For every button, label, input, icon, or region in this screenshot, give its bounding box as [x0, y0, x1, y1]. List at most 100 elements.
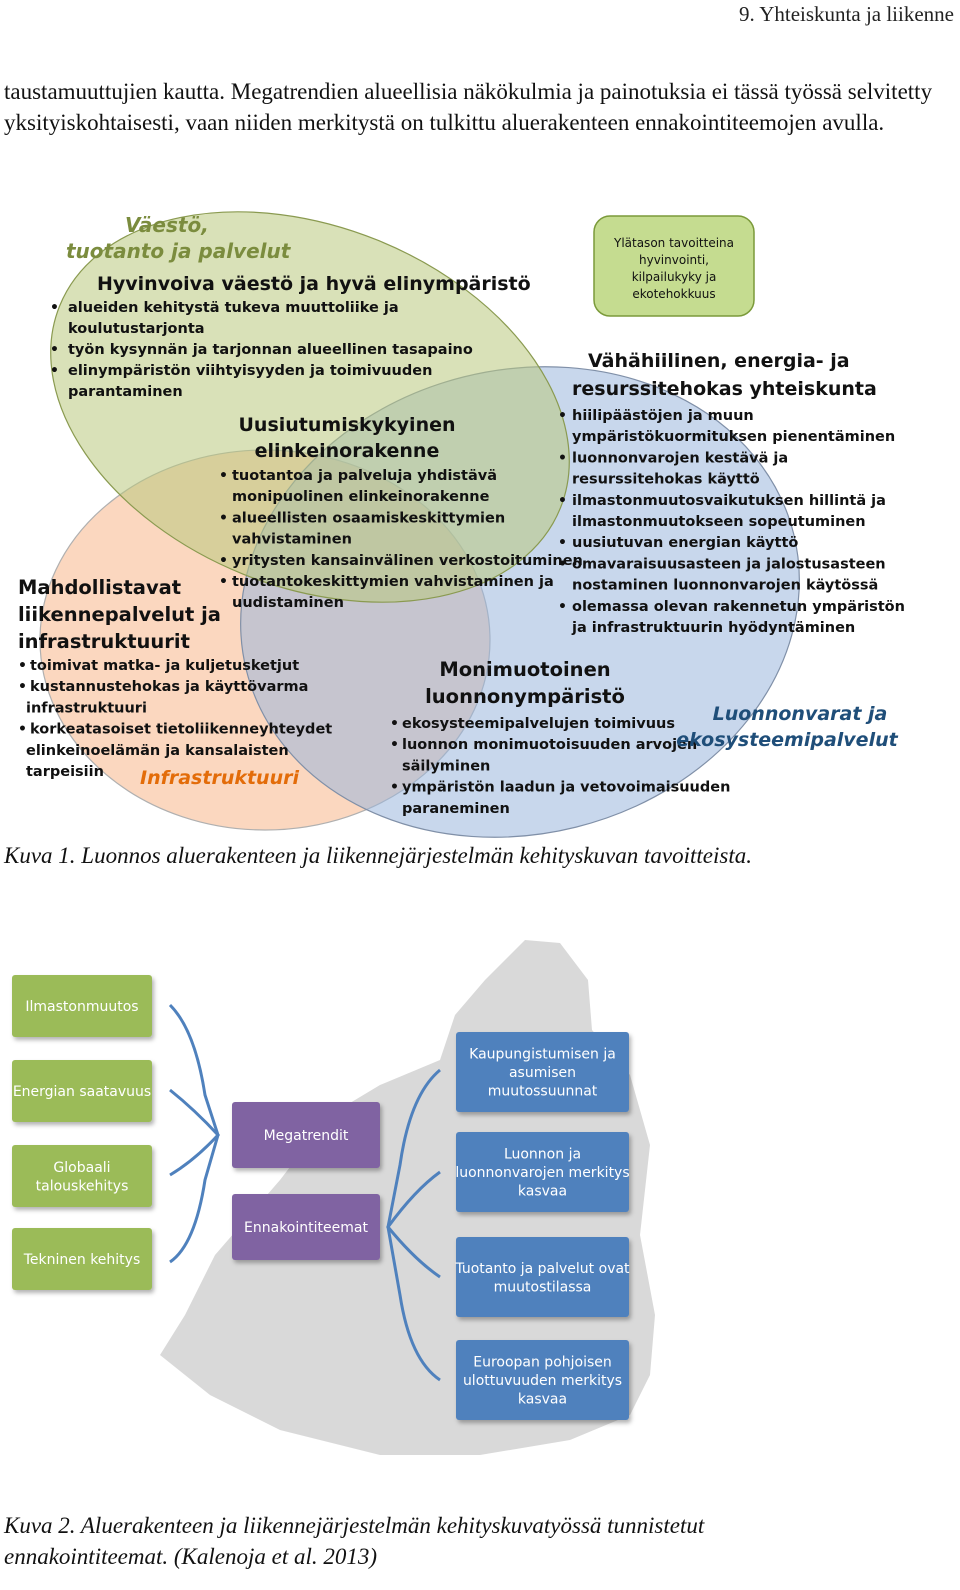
connector-line: [386, 1068, 441, 1382]
monimuotoinen-title: Monimuotoinen: [439, 658, 610, 681]
vahahiilinen-item: ilmastonmuutokseen sopeutuminen: [572, 514, 866, 530]
theme-box-text: Tuotanto ja palvelut ovat: [454, 1261, 630, 1277]
vahahiilinen-title: Vähähiilinen, energia- ja: [588, 350, 850, 372]
caption-1: Kuva 1. Luonnos aluerakenteen ja liikenn…: [4, 843, 752, 868]
bullet: •: [50, 342, 59, 358]
megatrend-box-text: Tekninen kehitys: [23, 1252, 141, 1268]
bullet: •: [18, 658, 27, 674]
vahahiilinen-item: hiilipäästöjen ja muun: [572, 408, 754, 424]
uusiutumis-item: tuotantoa ja palveluja yhdistävä: [232, 468, 497, 484]
mahdollistavat-item: kustannustehokas ja käyttövarma: [30, 679, 308, 695]
bullet: •: [390, 716, 399, 732]
vahahiilinen-item: olemassa olevan rakennetun ympäristön: [572, 599, 905, 615]
bullet: •: [390, 737, 399, 753]
uusiutumis-item: tuotantokeskittymien vahvistaminen ja: [232, 574, 554, 590]
theme-box: [456, 1132, 629, 1212]
uusiutumis-item: monipuolinen elinkeinorakenne: [232, 489, 490, 505]
top-goals-text: kilpailukyky ja: [632, 270, 717, 284]
bullet: •: [18, 679, 27, 695]
top-goals-box: [593, 215, 755, 317]
theme-box: [456, 1032, 629, 1112]
theme-box-text: muutossuunnat: [488, 1084, 598, 1100]
megatrend-box: [12, 1060, 152, 1122]
caption-2-line-1: Kuva 2. Aluerakenteen ja liikennejärjest…: [4, 1513, 705, 1538]
label-luonnonvarat: ekosysteemipalvelut: [676, 729, 898, 751]
monimuotoinen-item: paraneminen: [402, 801, 510, 817]
vahahiilinen-item: ympäristökuormituksen pienentäminen: [572, 429, 895, 445]
bullet: •: [50, 300, 59, 316]
bullet: •: [219, 553, 228, 569]
theme-box-text: kasvaa: [518, 1392, 567, 1408]
theme-box-text: kasvaa: [518, 1184, 567, 1200]
theme-box-text: Kaupungistumisen ja: [469, 1047, 616, 1063]
bullet: •: [390, 780, 399, 796]
center-box-text: Ennakointiteemat: [244, 1220, 368, 1236]
mahdollistavat-item: korkeatasoiset tietoliikenneyhteydet: [30, 722, 332, 738]
theme-box: [456, 1340, 629, 1420]
megatrend-box-text: Globaali: [53, 1160, 110, 1176]
monimuotoinen-item: ympäristön laadun ja vetovoimaisuuden: [402, 780, 730, 796]
megatrend-box-text: Ilmastonmuutos: [25, 999, 138, 1015]
label-luonnonvarat: Luonnonvarat ja: [713, 703, 888, 725]
hyvinvoiva-item: työn kysynnän ja tarjonnan alueellinen t…: [68, 342, 473, 358]
top-goals-text: ekotehokkuus: [632, 287, 715, 301]
theme-box-text: asumisen: [509, 1065, 576, 1081]
uusiutumis-item: uudistaminen: [232, 595, 344, 611]
bullet: •: [558, 556, 567, 572]
megatrend-box: [12, 1145, 152, 1207]
vahahiilinen-item: omavaraisuusasteen ja jalostusasteen: [572, 556, 886, 572]
hyvinvoiva-item: koulutustarjonta: [68, 321, 205, 337]
theme-box-text: muutostilassa: [494, 1279, 592, 1295]
hyvinvoiva-item: elinympäristön viihtyisyyden ja toimivuu…: [68, 363, 432, 379]
theme-box: [456, 1237, 629, 1317]
vahahiilinen-item: nostaminen luonnonvarojen käytössä: [572, 578, 878, 594]
hyvinvoiva-title: Hyvinvoiva väestö ja hyvä elinympäristö: [97, 273, 531, 295]
top-goals-text: Ylätason tavoitteina: [613, 236, 734, 250]
connector-line: [168, 1003, 220, 1264]
theme-box-text: Euroopan pohjoisen: [473, 1355, 612, 1371]
label-vaesto: Väestö,: [125, 213, 209, 237]
mahdollistavat-title: infrastruktuurit: [18, 630, 190, 653]
bullet: •: [558, 535, 567, 551]
label-vaesto: tuotanto ja palvelut: [66, 239, 292, 263]
page-header: 9. Yhteiskunta ja liikenne: [738, 2, 954, 26]
vahahiilinen-title: resurssitehokas yhteiskunta: [572, 378, 877, 400]
bullet: •: [219, 510, 228, 526]
label-infrastruktuuri: Infrastruktuuri: [140, 767, 299, 789]
caption-2: Kuva 2. Aluerakenteen ja liikennejärjest…: [4, 1510, 704, 1572]
intro-paragraph: taustamuuttujien kautta. Megatrendien al…: [4, 79, 933, 135]
vahahiilinen-item: luonnonvarojen kestävä ja: [572, 450, 788, 466]
monimuotoinen-item: säilyminen: [402, 758, 490, 774]
bullet: •: [50, 363, 59, 379]
venn-circle-green: [50, 211, 570, 603]
center-box: [232, 1102, 380, 1168]
venn-diagram: Väestö,tuotanto ja palvelut Ylätason tavo…: [18, 211, 905, 838]
mahdollistavat-item: infrastruktuuri: [26, 700, 147, 716]
bullet: •: [558, 493, 567, 509]
mahdollistavat-title: Mahdollistavat: [18, 576, 181, 599]
caption-2-line-2: ennakointiteemat. (Kalenoja et al. 2013): [4, 1544, 378, 1569]
vahahiilinen-item: resurssitehokas käyttö: [572, 472, 760, 488]
monimuotoinen-item: ekosysteemipalvelujen toimivuus: [402, 716, 675, 732]
megatrend-box: [12, 975, 152, 1037]
connector-line: [386, 1170, 441, 1279]
mahdollistavat-item: toimivat matka- ja kuljetusketjut: [30, 658, 299, 674]
bullet: •: [558, 450, 567, 466]
monimuotoinen-title: luonnonympäristö: [425, 685, 625, 708]
bullet: •: [219, 468, 228, 484]
uusiutumis-title: Uusiutumiskykyinen: [238, 414, 455, 436]
theme-box-text: ulottuvuuden merkitys: [463, 1373, 622, 1389]
vahahiilinen-item: ilmastonmuutosvaikutuksen hillintä ja: [572, 493, 886, 509]
uusiutumis-title: elinkeinorakenne: [255, 440, 440, 462]
theme-box-text: Luonnon ja: [504, 1147, 581, 1163]
megatrend-box-text: talouskehitys: [36, 1178, 129, 1194]
hyvinvoiva-item: parantaminen: [68, 384, 183, 400]
megatrend-box-text: Energian saatavuus: [13, 1084, 151, 1100]
top-goals-text: hyvinvointi,: [639, 253, 709, 267]
uusiutumis-item: vahvistaminen: [232, 532, 352, 548]
center-box: [232, 1194, 380, 1260]
hyvinvoiva-item: alueiden kehitystä tukeva muuttoliike ja: [68, 300, 399, 316]
mahdollistavat-item: tarpeisiin: [26, 764, 104, 780]
theme-box-text: luonnonvarojen merkitys: [455, 1165, 629, 1181]
